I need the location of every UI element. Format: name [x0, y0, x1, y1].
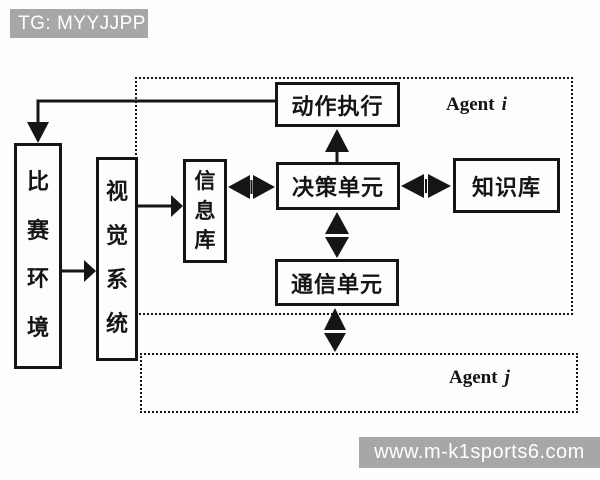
info-base-box: 信息库 [183, 159, 227, 263]
arrow-decision-knowledge-bidirectional [401, 174, 451, 198]
tg-watermark-text: TG: MYYJJPP [18, 12, 146, 34]
agent-j-index: j [504, 367, 510, 388]
vision-system-box: 视觉系统 [96, 157, 138, 361]
arrow-info-decision-bidirectional [228, 175, 275, 199]
environment-box: 比赛环境 [14, 143, 62, 369]
decision-unit-label: 决策单元 [291, 176, 384, 201]
arrow-action-to-environment [27, 99, 275, 143]
agent-j-word: Agent [449, 367, 498, 388]
knowledge-base-label: 知识库 [471, 175, 541, 201]
agent-j-dashed-container [140, 353, 578, 413]
site-watermark-badge: www.m-k1sports6.com [359, 437, 600, 468]
tg-watermark-badge: TG: MYYJJPP [10, 9, 148, 38]
decision-unit-box: 决策单元 [276, 162, 400, 210]
arrow-vision-to-info [138, 195, 183, 217]
agent-i-index: i [501, 94, 507, 115]
knowledge-base-box: 知识库 [453, 158, 560, 213]
action-exec-box: 动作执行 [275, 82, 400, 127]
arrow-environment-to-vision [62, 260, 96, 282]
site-watermark-text: www.m-k1sports6.com [374, 441, 585, 463]
arrow-decision-comm-bidirectional [325, 212, 349, 258]
arrow-decision-to-action [325, 129, 349, 162]
arrow-comm-agentj-bidirectional [324, 308, 346, 352]
agent-i-word: Agent [446, 94, 495, 115]
communication-unit-box: 通信单元 [275, 259, 399, 306]
communication-unit-label: 通信单元 [290, 272, 383, 298]
action-exec-label: 动作执行 [291, 94, 384, 120]
